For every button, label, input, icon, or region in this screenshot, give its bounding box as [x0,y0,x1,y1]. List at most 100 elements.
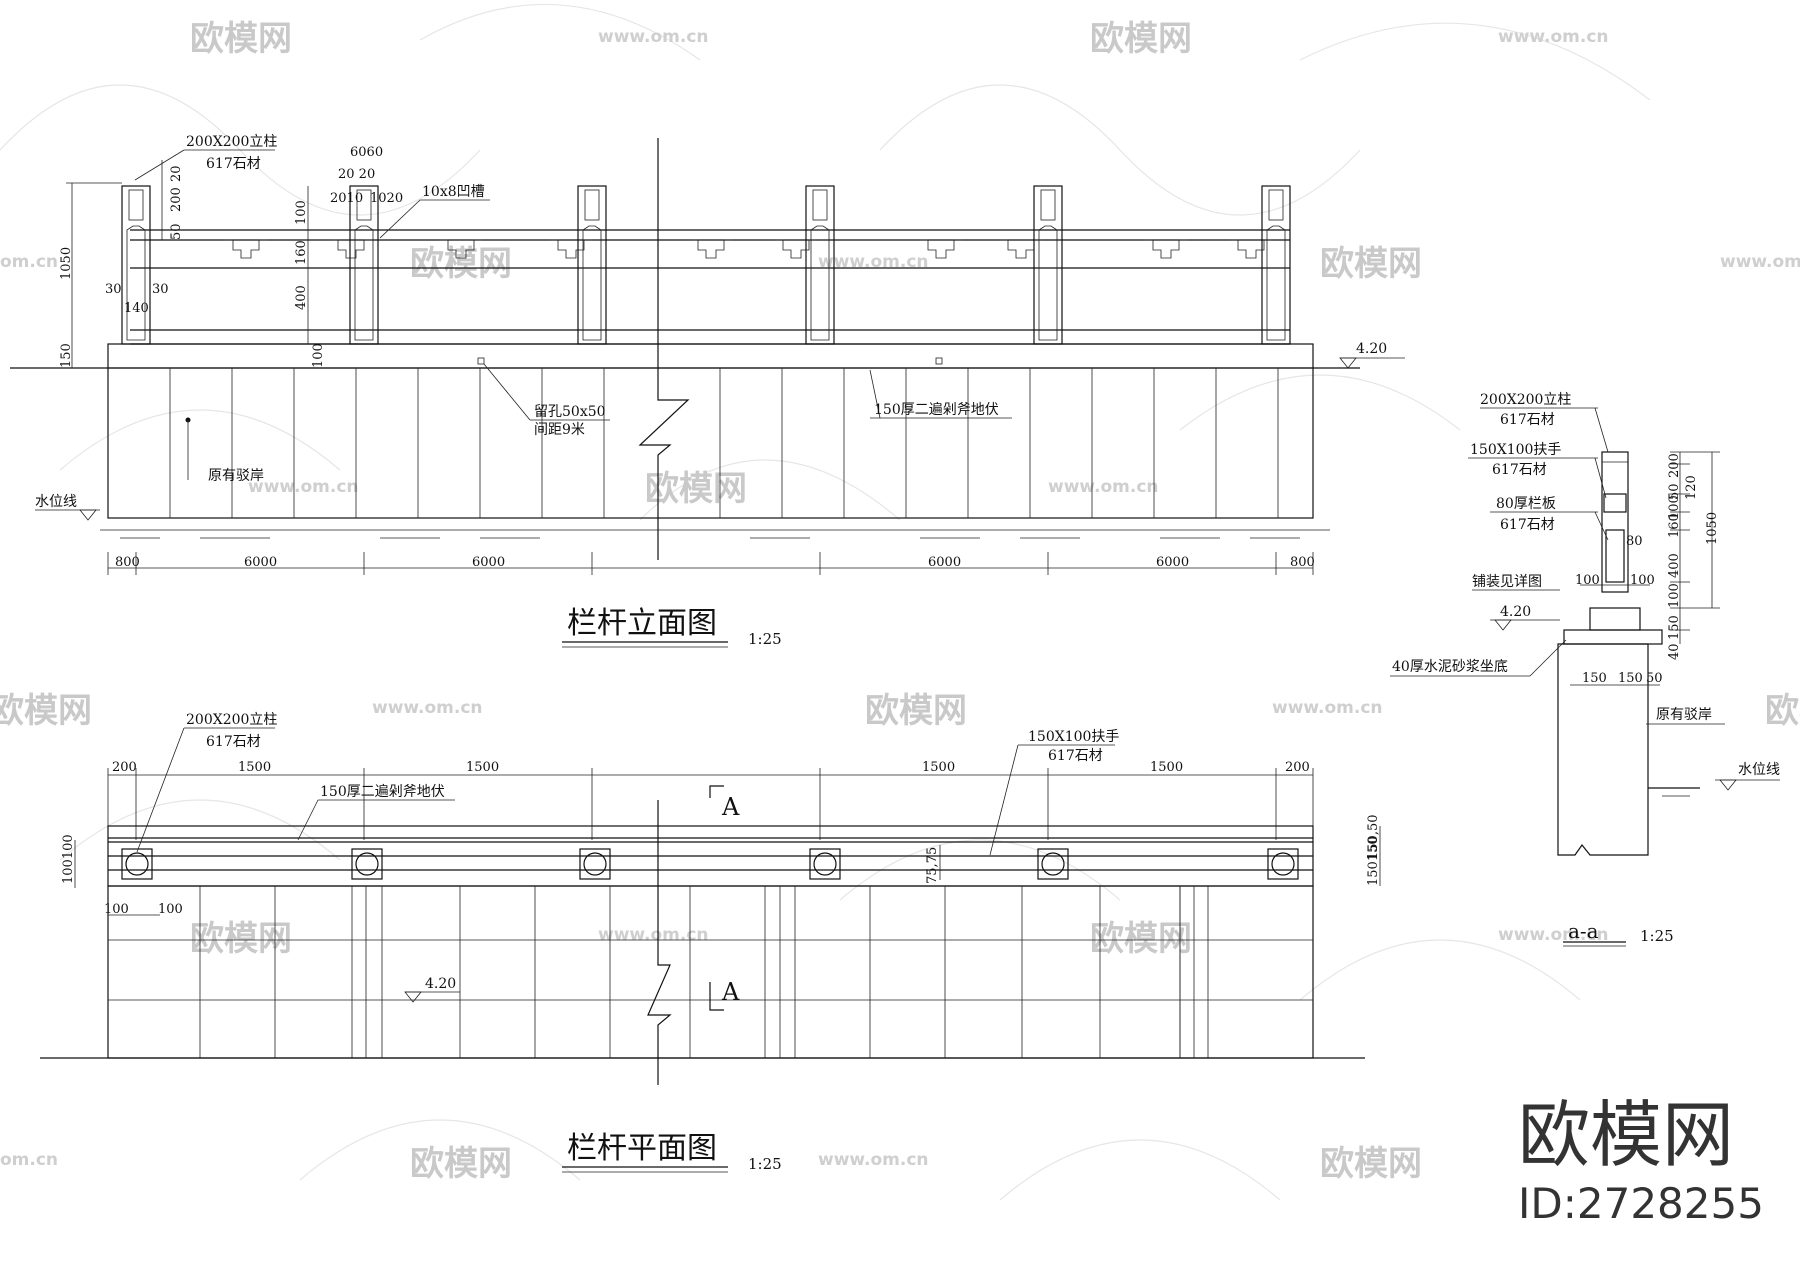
elevation-dim-bottom: 6000 [1156,555,1189,570]
watermark-site-short: om.cn [0,252,58,272]
watermark-site: www.om.cn [1498,925,1609,945]
section-rail-material: 617石材 [1492,462,1547,478]
elevation-dim-400: 400 [294,285,309,310]
watermark-site-marks: www.om.cn www.om.cn www.om.cn www.om.cn … [0,27,1800,1170]
plan-post-material: 617石材 [206,734,261,750]
plan-dim-top: 1500 [922,760,955,775]
elevation-dim-160: 160 [294,240,309,265]
plan-dim-mid: 75,75 [925,847,940,884]
elevation-paving-label: 150厚二遍剁斧地伏 [874,402,999,418]
watermark-brand: 欧模网 [190,19,292,59]
watermark-site: www.om.cn [248,477,359,497]
plan-section-mark-bottom: A [721,978,740,1006]
elevation-groove-label: 10x8凹槽 [422,184,485,200]
elevation-dim-20: 20 [169,165,184,182]
plan-dim-top: 1500 [1150,760,1183,775]
plan-post-label: 200X200立柱 [186,712,277,728]
elevation-post-label: 200X200立柱 [186,134,277,150]
section-dim-bottom: 150 [1582,671,1607,686]
elevation-dim-bottom: 6000 [928,555,961,570]
elevation-post-material: 617石材 [206,156,261,172]
brand-id-text: ID:2728255 [1518,1179,1764,1228]
section-rail-label: 150X100扶手 [1470,442,1561,458]
watermark-site: www.om.cn [818,1150,929,1170]
watermark-brand: 欧模网 [1320,1144,1422,1184]
plan-dim-right-top: 150,50 [1366,815,1381,861]
elevation-dim-2020: 20 20 [338,167,375,182]
watermark-site: www.om.cn [1048,477,1159,497]
section-post-material: 617石材 [1500,412,1555,428]
elevation-dim-100: 100 [294,200,309,225]
elevation-dim-30b: 30 [152,282,169,297]
watermark-brand-marks: 欧模网 欧模网 欧模网 欧模网 欧模网 欧模网 欧模网 欧模网 欧模网 欧模网 … [0,19,1800,1184]
elevation-dim-50: 50 [169,223,184,240]
section-mortar-label: 40厚水泥砂浆坐底 [1392,659,1508,675]
elevation-dim-bottom: 800 [1290,555,1315,570]
plan-level: 4.20 [425,976,456,992]
section-dim-bottom: 150 [1618,671,1643,686]
section-bank-label: 原有驳岸 [1656,707,1712,723]
elevation-title: 栏杆立面图 [567,606,717,641]
section-scale: 1:25 [1640,927,1674,945]
elevation-posts [121,185,1291,345]
watermark-site: www.om.cn [1720,252,1800,272]
section-dim-100b: 100 [1630,573,1655,588]
plan-scale: 1:25 [748,1155,782,1173]
elevation-water-label: 水位线 [35,494,77,510]
section-panel-material: 617石材 [1500,517,1555,533]
watermark-site-short: om.cn [0,1150,58,1170]
watermark-brand: 欧模网 [0,691,92,731]
elevation-drawing: 800 6000 6000 6000 6000 800 1050 150 100… [10,134,1405,648]
elevation-bank-label: 原有驳岸 [208,468,264,484]
watermark-site: www.om.cn [1498,27,1609,47]
elevation-dim-2010: 2010 [330,191,363,206]
section-dim-100a: 100 [1575,573,1600,588]
watermark-site: www.om.cn [372,698,483,718]
plan-dim-bottom-left: 100 [104,902,129,917]
watermark-brand: 欧模网 [1320,244,1422,284]
plan-section-mark-top: A [721,793,740,821]
watermark-brand: 欧模网 [190,919,292,959]
section-dim-right: 100 [1667,495,1682,520]
plan-dim-right-bottom: 150150 [1366,836,1381,886]
plan-drawing: 200 1500 1500 1500 1500 200 [40,712,1381,1173]
plan-paving-label: 150厚二遍剁斧地伏 [320,784,445,800]
section-paving-label: 铺装见详图 [1472,574,1542,590]
section-water-label: 水位线 [1738,762,1780,778]
watermark-brand: 欧模网 [645,469,747,509]
plan-posts [121,848,1299,880]
section-dim-right: 200 [1667,453,1682,478]
plan-rail-label: 150X100扶手 [1028,729,1119,745]
plan-dim-top: 1500 [238,760,271,775]
elevation-dim-140: 140 [124,301,149,316]
watermark-brand: 欧模网 [1090,19,1192,59]
section-dim-right: 160 [1667,513,1682,538]
section-dim-right: 100 [1667,583,1682,608]
watermark-site: www.om.cn [1272,698,1383,718]
plan-dim-top: 1500 [466,760,499,775]
elevation-drain-label: 留孔50x50 [534,404,606,420]
section-dim-total: 1050 [1705,512,1720,545]
elevation-dim-150: 150 [59,343,74,368]
watermark-site: www.om.cn [598,27,709,47]
plan-title: 栏杆平面图 [567,1131,717,1166]
section-dim-bottom: 50 [1646,671,1663,686]
plan-dim-bottom-left: 100 [158,902,183,917]
watermark-brand: 欧模网 [1765,691,1800,731]
section-title: a-a [1568,919,1599,943]
elevation-dim-bottom: 6000 [244,555,277,570]
elevation-dim-6060: 6060 [350,145,383,160]
watermark-layer: 欧模网 欧模网 欧模网 欧模网 欧模网 欧模网 欧模网 欧模网 欧模网 欧模网 … [0,3,1800,1201]
section-dim-right: 150 [1667,615,1682,640]
section-drawing: 200 50 100 120 160 400 100 150 40 1050 8… [1390,392,1780,947]
watermark-site: www.om.cn [818,252,929,272]
section-dim-right: 120 [1684,475,1699,500]
elevation-dim-100b: 100 [311,343,326,368]
brand-logo-text: 欧模网 [1518,1093,1734,1177]
plan-rail-material: 617石材 [1048,748,1103,764]
elevation-drain-spacing: 间距9米 [534,422,585,438]
section-dim-right: 40 [1667,643,1682,660]
watermark-brand: 欧模网 [865,691,967,731]
elevation-dim-1050: 1050 [59,247,74,280]
